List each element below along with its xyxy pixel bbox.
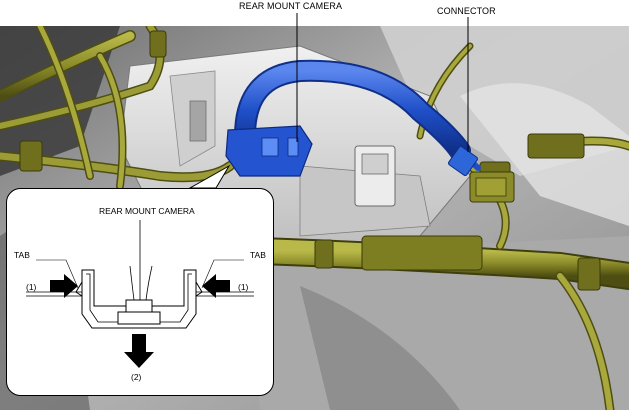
shadow-area: [0, 26, 120, 176]
press-arrow-left-icon: [50, 274, 78, 298]
tab-left-leader: [36, 259, 79, 289]
camera-connector: [447, 145, 479, 177]
tab-right: [195, 281, 203, 297]
camera-housing: [81, 269, 197, 329]
white-connector: [354, 145, 396, 207]
tab-left-label: TAB: [14, 250, 30, 260]
pull-down-arrow-icon: [124, 334, 154, 368]
inset-camera-label: REAR MOUNT CAMERA: [99, 206, 195, 216]
camera-lens-block: [117, 311, 161, 325]
inset-cable: [145, 265, 153, 301]
yellow-connector: [469, 171, 515, 203]
tab-right-label: TAB: [250, 250, 266, 260]
step-1-left-label: (1): [26, 282, 37, 292]
step-1-right-label: (1): [238, 282, 249, 292]
bracket-slot: [189, 100, 207, 142]
tab-left: [75, 281, 83, 297]
step-2-label: (2): [131, 372, 142, 382]
rear-mount-camera: [225, 125, 313, 177]
inset-cable: [129, 265, 135, 301]
lower-body-shadow: [300, 286, 460, 410]
press-arrow-right-icon: [202, 274, 230, 298]
camera-body-block: [125, 299, 153, 313]
callout-connector: CONNECTOR: [437, 6, 496, 16]
inset-detail-box: REAR MOUNT CAMERA TAB TAB (1) (1) (2): [6, 188, 274, 396]
tab-right-leader: [201, 259, 244, 289]
callout-rear-mount-camera: REAR MOUNT CAMERA: [239, 1, 343, 11]
